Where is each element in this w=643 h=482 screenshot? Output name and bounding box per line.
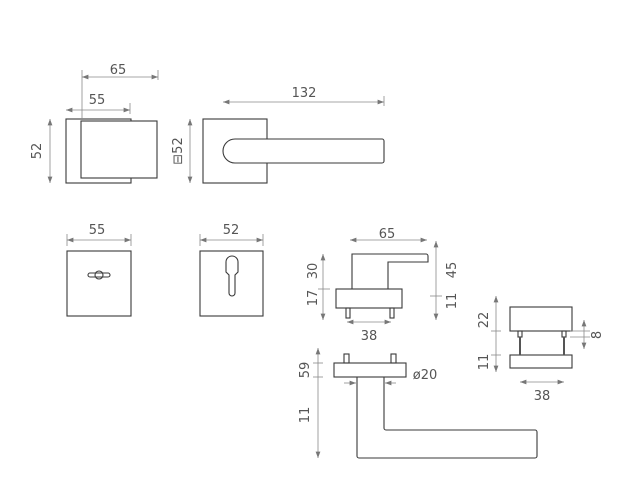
knob-side-view: 65 55 52 [30, 63, 159, 184]
dim-lever-side-height: 45 [445, 262, 460, 279]
dim-cylinder-width: 52 [223, 223, 240, 238]
lever-front-view: ø20 59 11 [298, 348, 538, 459]
keyhole-icon [225, 255, 239, 297]
dim-wc-width: 55 [89, 223, 106, 238]
lever-side-view: 65 45 11 30 17 38 [306, 227, 460, 344]
dim-lever-length: 132 [292, 86, 317, 101]
dim-lever-side-pins: 38 [361, 329, 378, 344]
dim-lever-side-width: 65 [379, 227, 396, 242]
dim-knob-height: 52 [30, 143, 45, 160]
dim-rose-gap: 11 [477, 354, 492, 371]
dim-knob-total-width: 65 [110, 63, 127, 78]
dim-diameter: ø20 [413, 368, 438, 383]
dim-rose-height: 22 [477, 312, 492, 329]
dim-lever-side-upper: 30 [306, 263, 321, 280]
rose-pair-view: 22 11 8 38 [477, 296, 605, 404]
cylinder-rose-view: 52 [199, 223, 264, 317]
dim-lever-side-lower: 17 [306, 290, 321, 307]
dim-front-drop: 11 [298, 407, 313, 424]
lever-top-view: 132 ⊟52 [171, 86, 385, 184]
dim-rose-pins: 38 [534, 389, 551, 404]
wc-rose-view: 55 [66, 223, 132, 317]
dim-pin: 8 [590, 331, 605, 339]
dim-front-rose: 59 [298, 362, 313, 379]
dim-lever-rose: ⊟52 [171, 137, 186, 164]
dim-knob-rose-width: 55 [89, 93, 106, 108]
dim-lever-side-rose: 11 [445, 293, 460, 310]
